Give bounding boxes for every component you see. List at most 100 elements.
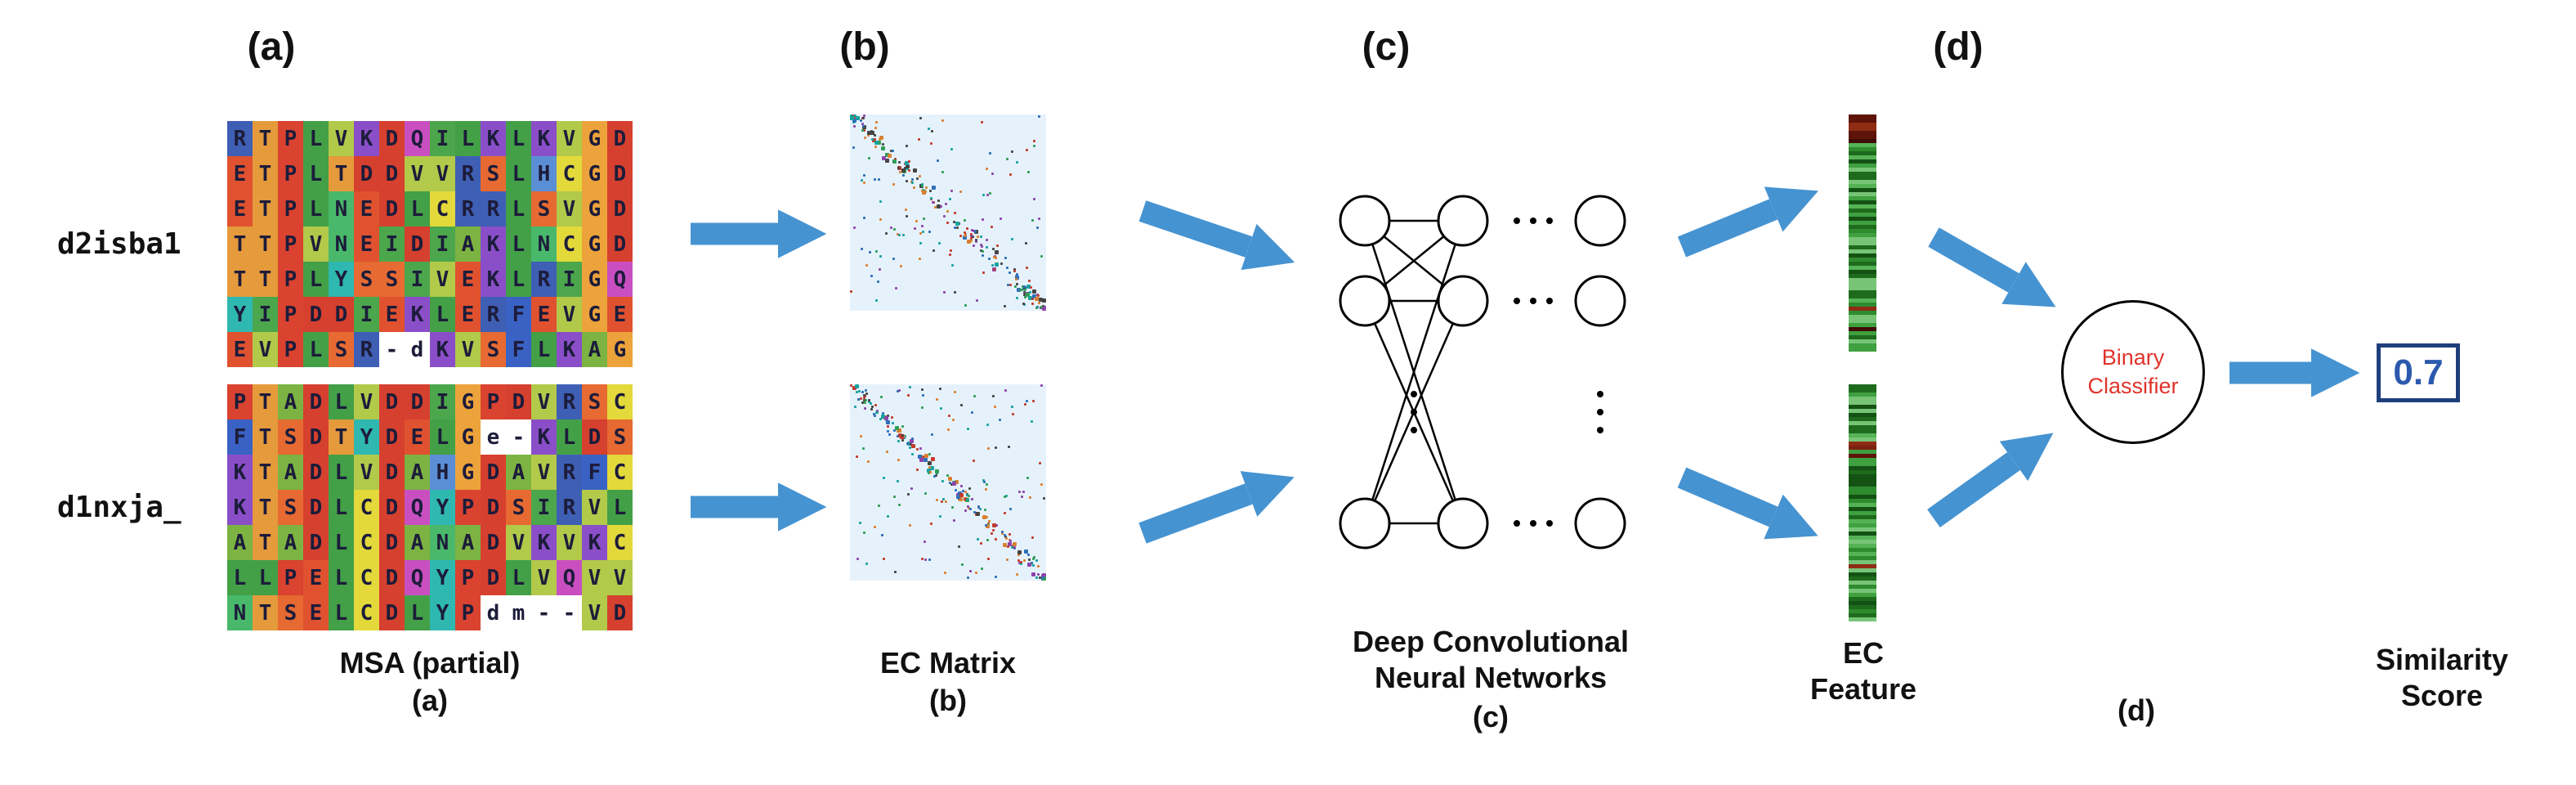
ec-contact-dot (901, 168, 906, 173)
msa-cell: T (227, 262, 253, 297)
ec-contact-dot (969, 237, 973, 240)
ec-contact-dot (893, 495, 897, 498)
ec-contact-dot (1032, 555, 1035, 558)
msa-cell: D (607, 156, 633, 191)
ec-feature-caption-line2: Feature (1809, 672, 1917, 706)
ec-contact-dot (937, 242, 941, 245)
ec-contact-dot (853, 125, 856, 128)
ec-contact-dot (964, 234, 967, 237)
ec-contact-dot (867, 398, 870, 401)
ec-contact-dot (1026, 266, 1029, 269)
msa-cell: L (455, 121, 481, 156)
ec-feature-stripe (1849, 552, 1876, 556)
ec-contact-dot (901, 174, 905, 177)
msa-cell: K (557, 332, 582, 367)
ec-contact-dot (1036, 227, 1040, 230)
ec-contact-dot (929, 196, 932, 200)
msa-cell: R (227, 121, 253, 156)
msa-cell: F (227, 419, 253, 455)
msa-cell: C (430, 191, 455, 227)
msa-cell: D (303, 384, 329, 419)
msa-cell: Q (405, 560, 430, 595)
ec-feature-stripe (1849, 417, 1876, 421)
ec-contact-dot (964, 490, 967, 493)
ec-feature-stripe (1849, 585, 1876, 589)
ec-contact-dot (994, 446, 997, 450)
ec-contact-dot (981, 218, 984, 221)
ec-feature-stripe (1849, 213, 1876, 217)
ec-feature-stripe (1849, 335, 1876, 339)
msa-cell: Y (430, 490, 455, 525)
ec-contact-dot (991, 395, 995, 398)
msa-cell: D (379, 191, 405, 227)
msa-cell: G (455, 455, 481, 490)
msa-cell: R (455, 156, 481, 191)
ec-contact-dot (1040, 305, 1043, 308)
ec-feature-stripe (1849, 482, 1876, 487)
binary-classifier-node: Binary Classifier (2061, 300, 2205, 444)
ec-contact-dot (1040, 483, 1043, 487)
score-caption-line2: Score (2400, 679, 2484, 712)
ec-contact-dot (944, 500, 947, 503)
ec-contact-dot (1031, 561, 1034, 564)
ec-contact-dot (913, 227, 916, 231)
ec-feature-stripe (1849, 286, 1876, 290)
ec-feature-stripe (1849, 233, 1876, 237)
ec-contact-dot (889, 150, 892, 153)
ec-contact-dot (928, 128, 931, 131)
ec-contact-dot (954, 290, 956, 294)
msa-cell: R (531, 262, 557, 297)
ec-contact-dot (949, 482, 952, 485)
msa-cell: E (455, 262, 481, 297)
ec-contact-dot (879, 395, 883, 398)
ec-contact-dot (859, 522, 862, 525)
ec-contact-dot (1035, 576, 1038, 579)
ec-feature-stripe (1849, 127, 1876, 131)
msa-cell: K (582, 525, 607, 560)
nn-ellipsis-dot (1514, 298, 1520, 304)
msa-cell: C (607, 455, 633, 490)
ec-contact-dot (855, 455, 858, 458)
ec-feature-stripe (1849, 155, 1876, 159)
ec-feature-stripe (1849, 499, 1876, 503)
ec-contact-dot (990, 226, 993, 229)
ec-contact-dot (1031, 289, 1036, 294)
ec-contact-dot (950, 506, 954, 509)
msa-cell: L (430, 297, 455, 332)
msa-cell: V (329, 121, 354, 156)
ec-feature-stripe (1849, 221, 1876, 225)
msa-cell: F (506, 297, 531, 332)
ec-contact-dot (904, 435, 907, 438)
msa-cell: D (379, 121, 405, 156)
ec-contact-dot (918, 258, 921, 261)
ec-contact-dot (959, 234, 963, 237)
msa-cell: E (405, 419, 430, 455)
ec-contact-dot (931, 433, 934, 436)
ec-contact-dot (974, 238, 977, 241)
flow-arrow (1138, 471, 1295, 544)
ec-contact-dot (970, 410, 973, 414)
ec-contact-dot (921, 185, 924, 188)
ec-contact-dot (974, 240, 977, 244)
ec-contact-dot (977, 236, 980, 239)
ec-contact-dot (950, 483, 953, 487)
msa-cell: L (329, 525, 354, 560)
ec-contact-dot (962, 235, 967, 240)
ec-feature-caption-line1: EC (1842, 636, 1885, 670)
ec-contact-dot (1031, 419, 1033, 423)
ec-feature-stripe (1849, 450, 1876, 454)
ec-contact-dot (1040, 384, 1043, 388)
ec-contact-dot (864, 388, 867, 392)
ec-contact-dot (901, 233, 905, 236)
ec-feature-stripe (1849, 204, 1876, 209)
msa-cell: P (455, 490, 481, 525)
msa-cell: S (278, 490, 303, 525)
msa-cell: H (531, 156, 557, 191)
ec-feature-stripe (1849, 405, 1876, 409)
msa-cell: K (405, 297, 430, 332)
ec-contact-dot (874, 141, 879, 146)
ec-contact-dot (963, 231, 966, 234)
ec-contact-dot (926, 468, 931, 473)
msa-cell: K (354, 121, 379, 156)
msa-cell: A (455, 227, 481, 262)
